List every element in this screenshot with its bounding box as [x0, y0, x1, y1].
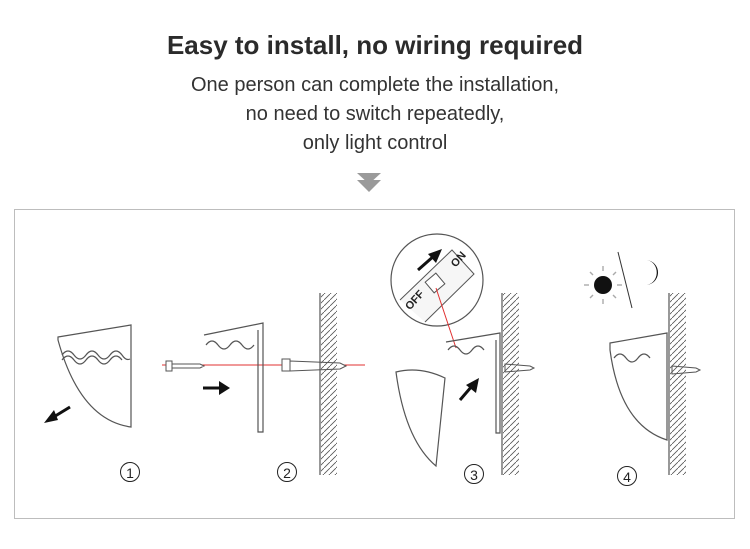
installation-diagram-panel: [14, 209, 735, 519]
subtitle-line-3: only light control: [302, 132, 448, 154]
step-1-number: 1: [120, 462, 140, 482]
step-2-arrow-icon: [203, 381, 230, 395]
subtitle-line-2: no need to switch repeatedly,: [245, 103, 505, 125]
step-4-lamp: [609, 332, 702, 441]
page-title: Easy to install, no wiring required: [166, 30, 584, 60]
sun-icon: [584, 266, 622, 304]
step-2-number: 2: [277, 462, 297, 482]
down-chevron-icon: [357, 173, 381, 192]
subtitle-line-1: One person can complete the installation…: [191, 74, 559, 96]
day-night-divider: [617, 251, 633, 309]
step-2-screw-icon: [165, 360, 206, 372]
moon-icon: [645, 260, 659, 286]
step-3-bracket: [445, 332, 501, 434]
step-4-wall: [668, 293, 686, 475]
step-3-number: 3: [464, 464, 484, 484]
step-3-arrow-icon: [458, 378, 479, 401]
step-1-arrow-icon: [44, 405, 71, 423]
step-3-pointer-line: [435, 287, 457, 349]
step-2-wall: [319, 293, 337, 475]
step-1-lamp: [57, 324, 132, 428]
step-4-number: 4: [617, 466, 637, 486]
step-3-wall: [501, 293, 519, 475]
step-3-switch-closeup: OFF ON: [390, 233, 484, 327]
step-2-bracket: [203, 322, 264, 433]
step-3-lamp-body: [395, 369, 446, 468]
